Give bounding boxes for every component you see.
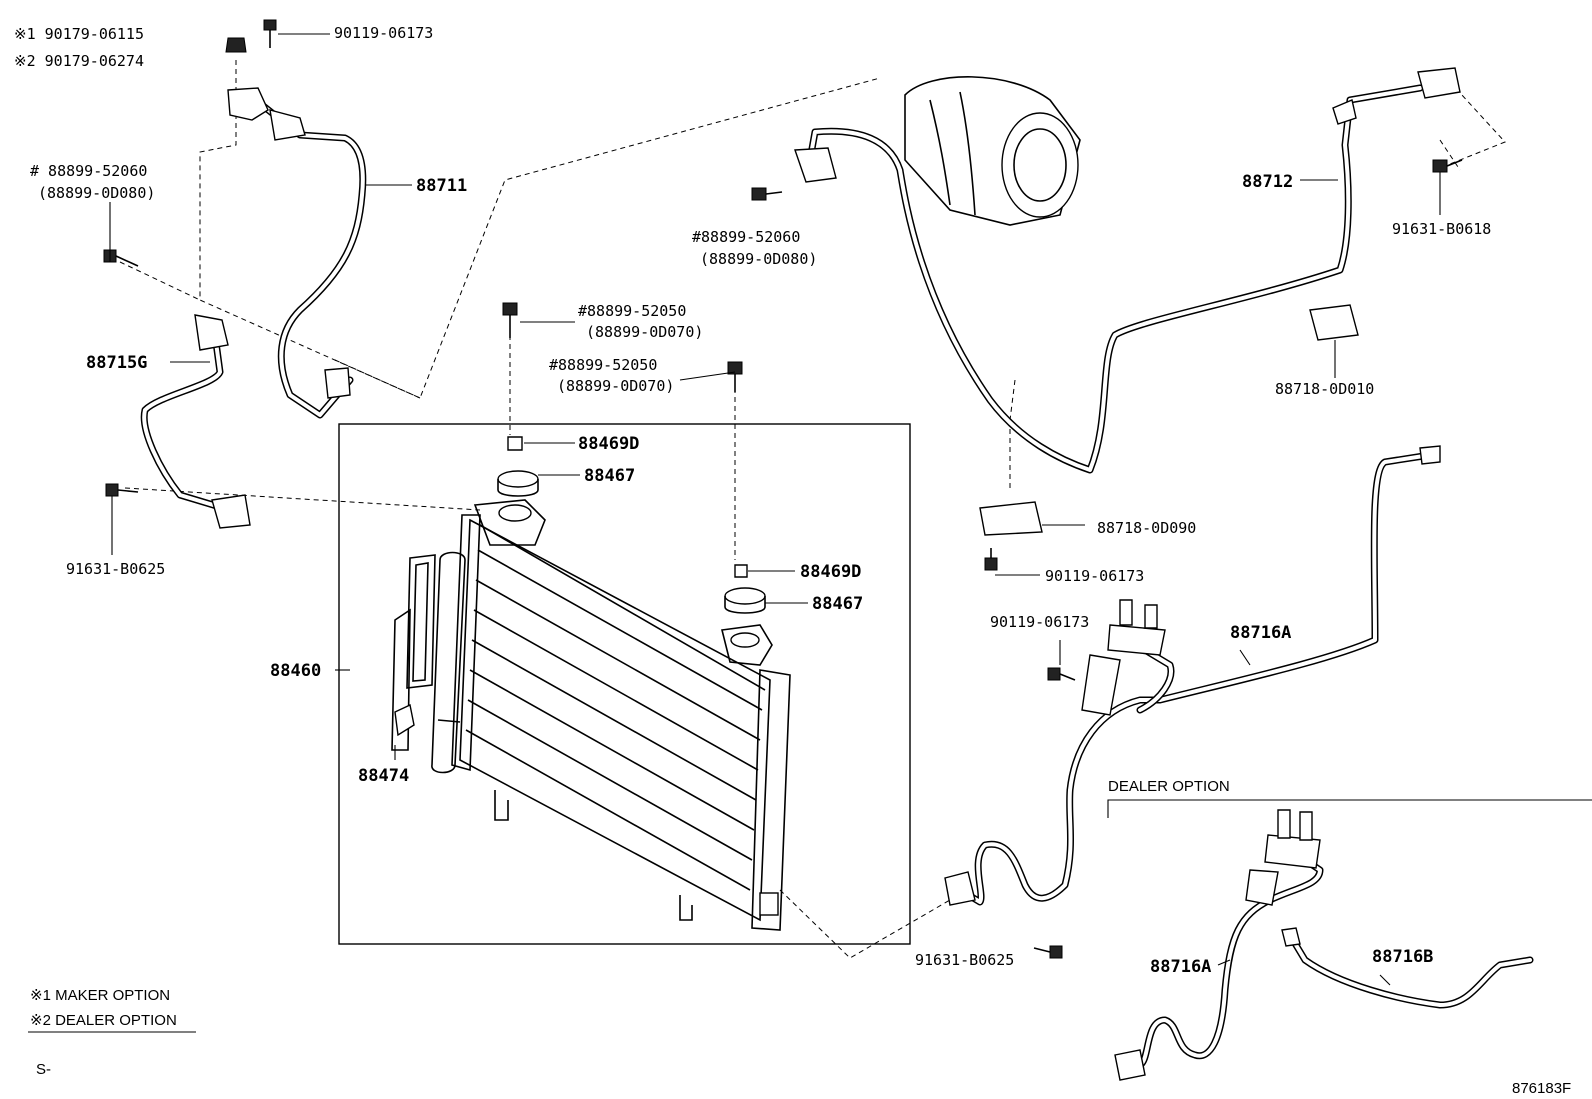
label-91631-b0625-right: 91631-B0625: [915, 951, 1014, 969]
label-88469d-a: 88469D: [578, 434, 639, 454]
label-88899-52050-b: #88899-52050: [549, 356, 657, 374]
label-88899-52060-mid: #88899-52060: [692, 228, 800, 246]
pipe-icon: [140, 84, 1534, 1069]
label-88899-0d070-b: (88899-0D070): [557, 377, 674, 395]
label-90119-06173-mid: 90119-06173: [1045, 567, 1144, 585]
clip-icon: [507, 436, 748, 578]
label-88467-a: 88467: [584, 466, 635, 486]
dealer-option-frame: [1107, 799, 1592, 818]
label-90119-06173-low: 90119-06173: [990, 613, 1089, 631]
label-88718-0d010: 88718-0D010: [1275, 380, 1374, 398]
label-88460: 88460: [270, 661, 321, 681]
label-88712: 88712: [1242, 172, 1293, 192]
label-90179-06274: ※2 90179-06274: [14, 52, 144, 70]
label-88469d-b: 88469D: [800, 562, 861, 582]
label-90119-06173-top: 90119-06173: [334, 24, 433, 42]
bracket-icon: [194, 67, 1461, 1081]
cushion-icon: [497, 470, 766, 614]
label-88711: 88711: [416, 176, 467, 196]
label-88716a-dealer: 88716A: [1150, 957, 1211, 977]
dealer-option-title: DEALER OPTION: [1108, 778, 1230, 795]
condenser-group-frame: [338, 423, 911, 945]
label-91631-b0625-left: 91631-B0625: [66, 560, 165, 578]
label-88716a-top: 88716A: [1230, 623, 1291, 643]
legend-dealer-option: ※2 DEALER OPTION: [30, 1012, 177, 1029]
label-88716b: 88716B: [1372, 947, 1433, 967]
dashed-leaders: [119, 60, 1506, 959]
label-88899-0d080-mid: (88899-0D080): [700, 250, 817, 268]
diagram-number: 876183F: [1512, 1080, 1571, 1097]
label-90179-06115: ※1 90179-06115: [14, 25, 144, 43]
label-leaders: [109, 33, 1441, 986]
part-labels: ※1 90179-06115 ※2 90179-06274 90119-0617…: [14, 24, 1491, 977]
label-88899-52060-left: # 88899-52060: [30, 162, 147, 180]
label-88718-0d090: 88718-0D090: [1097, 519, 1196, 537]
label-88467-b: 88467: [812, 594, 863, 614]
label-88474: 88474: [358, 766, 409, 786]
legend: ※1 MAKER OPTION ※2 DEALER OPTION S- 8761…: [28, 987, 1571, 1097]
legend-maker-option: ※1 MAKER OPTION: [30, 987, 170, 1004]
seal-icon: [391, 554, 436, 751]
label-91631-b0618: 91631-B0618: [1392, 220, 1491, 238]
label-88899-52050-a: #88899-52050: [578, 302, 686, 320]
label-88715g: 88715G: [86, 353, 147, 373]
condenser-icon: [431, 499, 791, 931]
s-mark: S-: [36, 1061, 51, 1078]
bolt-icon: [103, 19, 1463, 959]
compressor-icon: [904, 76, 1081, 226]
label-88899-0d070-a: (88899-0D070): [586, 323, 703, 341]
label-88899-0d080-left: (88899-0D080): [38, 184, 155, 202]
